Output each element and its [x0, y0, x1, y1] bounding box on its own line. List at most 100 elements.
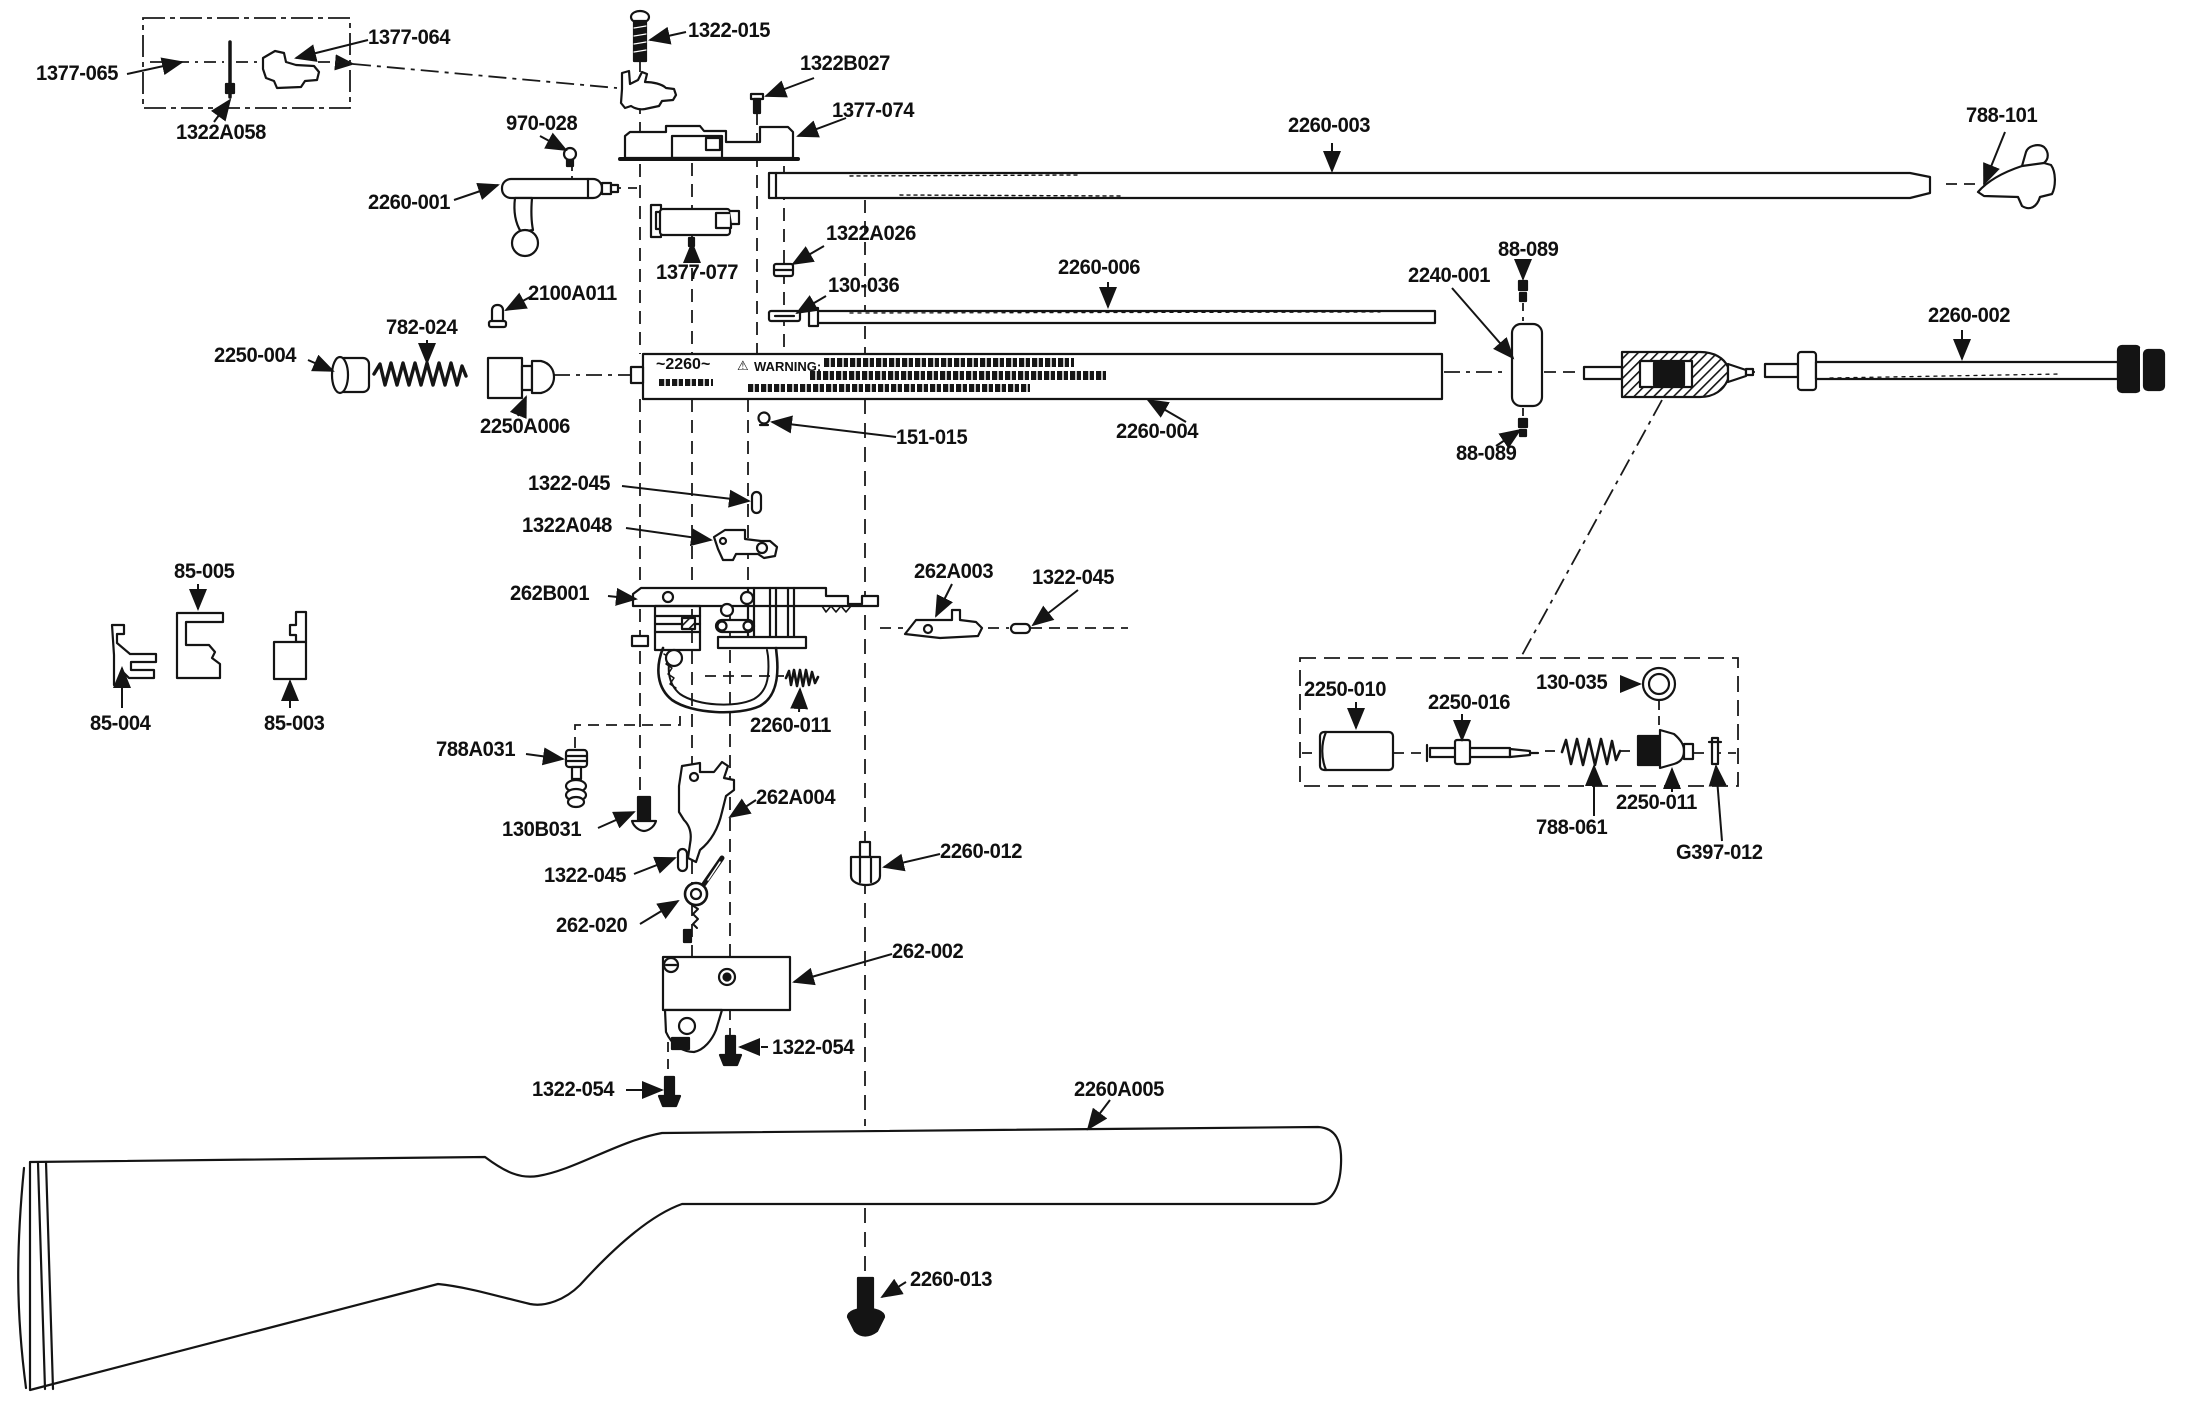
part-label-1322B027: 1322B027 [800, 52, 890, 75]
valve-body-2250-010-drawing [1318, 730, 1395, 772]
part-label-788-061: 788-061 [1536, 816, 1608, 839]
pin-1322-045-c-drawing [676, 847, 689, 873]
screw-1322-054-left-drawing [657, 1075, 682, 1108]
screw-151-015-drawing [757, 411, 771, 427]
assembly-axis-to-inset-box-left [334, 54, 618, 89]
detail-box-top-left [142, 17, 351, 109]
tube-warning-smudge-2 [810, 371, 1106, 380]
screw-970-028-drawing [562, 146, 578, 168]
part-label-1322-045-c: 1322-045 [544, 864, 627, 887]
part-label-2260-012: 2260-012 [940, 840, 1023, 863]
screw-88-089-top-drawing [1517, 279, 1529, 303]
link-1322A048-drawing [712, 528, 779, 562]
part-label-262-020: 262-020 [556, 914, 628, 937]
screw-1322-015-drawing [629, 9, 651, 63]
part-label-1322-054-left: 1322-054 [532, 1078, 615, 1101]
plunger-788A031-drawing [564, 748, 589, 809]
pin-1322-045-a-drawing [750, 490, 763, 515]
part-label-782-024: 782-024 [386, 316, 458, 339]
part-label-1322-045-b: 1322-045 [1032, 566, 1115, 589]
screw-130B031-drawing [630, 795, 658, 833]
screw-1322B027-drawing [749, 92, 765, 115]
pin-2100A011-drawing [487, 303, 508, 329]
stock-2260A005-drawing [17, 1125, 1343, 1392]
hammer-1377-064-drawing [261, 49, 321, 90]
part-label-2260A005: 2260A005 [1074, 1078, 1164, 1101]
trigger-housing-262B001-drawing [630, 586, 880, 714]
hammer-pin-1322A058-drawing [224, 40, 236, 99]
part-label-130-035: 130-035 [1536, 671, 1608, 694]
part-label-788-101: 788-101 [1966, 104, 2038, 127]
part-label-1377-074: 1377-074 [832, 99, 915, 122]
part-label-1377-064: 1377-064 [368, 26, 451, 49]
leader-lines [113, 26, 2006, 1299]
tube-model-print: ~2260~ [656, 356, 711, 373]
pin-1322-045-b-drawing [1009, 622, 1032, 635]
spring-2260-011-drawing [784, 668, 820, 688]
spring-782-024-drawing [372, 361, 468, 387]
tube-warning-icon: ⚠ [737, 358, 749, 373]
screw-1322-054-right-drawing [718, 1034, 743, 1067]
part-label-G397-012: G397-012 [1676, 841, 1763, 864]
cap-2250-004-drawing [330, 355, 371, 395]
part-label-2250A006: 2250A006 [480, 415, 570, 438]
part-label-1322A048: 1322A048 [522, 514, 612, 537]
part-label-262A004: 262A004 [756, 786, 836, 809]
part-label-788A031: 788A031 [436, 738, 516, 761]
part-label-2250-016: 2250-016 [1428, 691, 1511, 714]
valve-2260-012-drawing [849, 840, 882, 887]
part-label-1322-045-a: 1322-045 [528, 472, 611, 495]
safety-262-020-drawing [683, 855, 725, 929]
breech-1377-077-drawing [649, 203, 741, 248]
part-label-1377-077: 1377-077 [656, 261, 739, 284]
bracket-85-003-drawing [272, 610, 308, 681]
assembly-axis-to-inset-box-right [1520, 399, 1663, 658]
part-label-88-089-top: 88-089 [1498, 238, 1559, 261]
part-label-2260-003: 2260-003 [1288, 114, 1371, 137]
part-label-2250-011: 2250-011 [1616, 791, 1698, 814]
part-label-1322A058: 1322A058 [176, 121, 266, 144]
part-label-1322-054-right: 1322-054 [772, 1036, 855, 1059]
part-label-2260-011: 2260-011 [750, 714, 832, 737]
part-label-2100A011: 2100A011 [528, 282, 617, 305]
part-label-130-036: 130-036 [828, 274, 900, 297]
valve-2240-001-drawing [1510, 322, 1544, 408]
pin-G397-012-drawing [1707, 736, 1723, 766]
part-label-2260-013: 2260-013 [910, 1268, 993, 1291]
bracket-85-004-drawing [110, 623, 158, 687]
part-label-2260-002: 2260-002 [1928, 304, 2011, 327]
cocking-rod-2260-002-drawing [1763, 344, 2166, 394]
washer-130-036-drawing [767, 309, 802, 323]
bolt-assembly-drawing [1582, 350, 1755, 399]
part-label-2250-010: 2250-010 [1304, 678, 1387, 701]
tube-caliber-smudge [659, 379, 713, 386]
bracket-85-005-drawing [175, 611, 225, 680]
tube-warning-prefix: WARNING: [754, 359, 822, 374]
part-label-262A003: 262A003 [914, 560, 994, 583]
cover-2260-006-drawing [807, 306, 1437, 328]
valve-stem-2250-016-drawing [1425, 738, 1540, 766]
plate-262-002-drawing [661, 928, 792, 1054]
screw-2260-013-drawing [846, 1276, 886, 1337]
part-label-262-002: 262-002 [892, 940, 964, 963]
part-label-2260-001: 2260-001 [368, 191, 451, 214]
sear-top-drawing [619, 69, 678, 111]
part-label-1322A026: 1322A026 [826, 222, 916, 245]
screw-88-089-bottom-drawing [1517, 417, 1529, 438]
part-label-2240-001: 2240-001 [1408, 264, 1491, 287]
part-label-2260-006: 2260-006 [1058, 256, 1141, 279]
part-label-85-004: 85-004 [90, 712, 151, 735]
part-label-970-028: 970-028 [506, 112, 578, 135]
detail-box-valve-assembly [1299, 657, 1739, 787]
part-label-1322-015: 1322-015 [688, 19, 771, 42]
part-label-151-015: 151-015 [896, 426, 968, 449]
part-label-85-005: 85-005 [174, 560, 235, 583]
piston-2250A006-drawing [486, 356, 556, 400]
receiver-1377-074-drawing [618, 124, 800, 161]
tube-warning-smudge-3 [748, 384, 1030, 392]
part-label-85-003: 85-003 [264, 712, 325, 735]
part-label-1377-065: 1377-065 [36, 62, 119, 85]
part-label-262B001: 262B001 [510, 582, 590, 605]
